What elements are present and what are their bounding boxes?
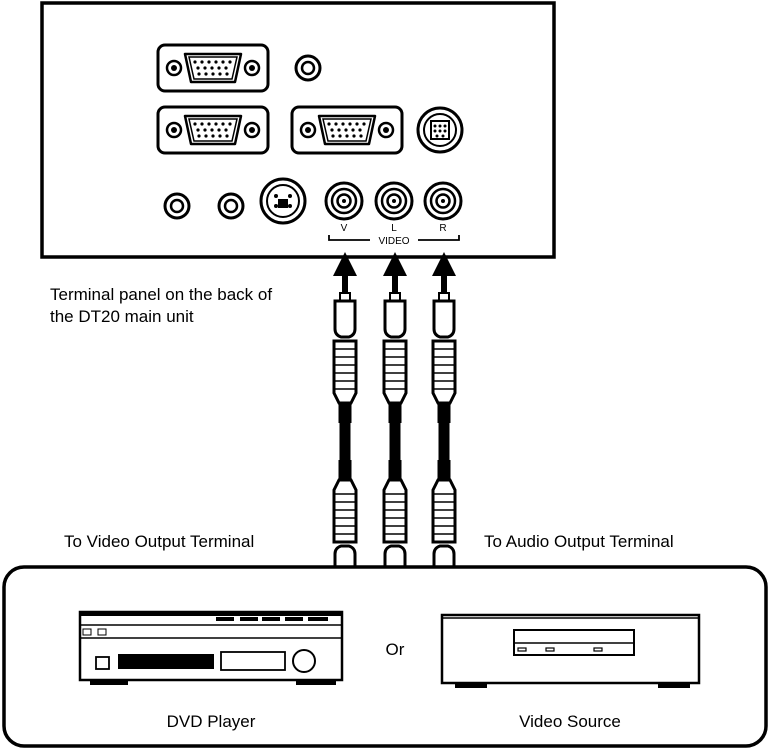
rca-jack-audio-right [423, 181, 463, 221]
jack-label-l: L [391, 223, 397, 234]
label-dvd-player: DVD Player [167, 712, 256, 731]
label-or: Or [386, 640, 405, 659]
video-group-bracket [328, 235, 460, 241]
jack-label-v: V [341, 223, 348, 234]
label-audio-output: To Audio Output Terminal [484, 532, 674, 551]
rca-cable-video [332, 291, 358, 592]
mini-jack-top [294, 54, 322, 82]
jack-label-r: R [439, 223, 446, 234]
label-video-output: To Video Output Terminal [64, 532, 254, 551]
rca-jack-video [324, 181, 364, 221]
mini-jack-bottom-1 [163, 192, 191, 220]
rca-jack-audio-left [374, 181, 414, 221]
vga-port-middle-right [290, 105, 404, 155]
vga-port-top [156, 43, 270, 93]
terminal-panel: V L R VIDEO [40, 1, 556, 259]
vga-port-middle-left [156, 105, 270, 155]
label-video-source: Video Source [519, 712, 621, 731]
rca-cable-audio-right [431, 291, 457, 592]
panel-caption: Terminal panel on the back of the DT20 m… [50, 285, 273, 326]
rca-cable-audio-left [382, 291, 408, 592]
din-connector-large [416, 106, 464, 154]
jack-group-label-video: VIDEO [378, 236, 409, 247]
connection-arrows [333, 252, 456, 293]
video-source-illustration [440, 613, 701, 688]
s-video-port [259, 177, 307, 225]
dvd-player-body [78, 610, 344, 685]
mini-jack-bottom-2 [217, 192, 245, 220]
